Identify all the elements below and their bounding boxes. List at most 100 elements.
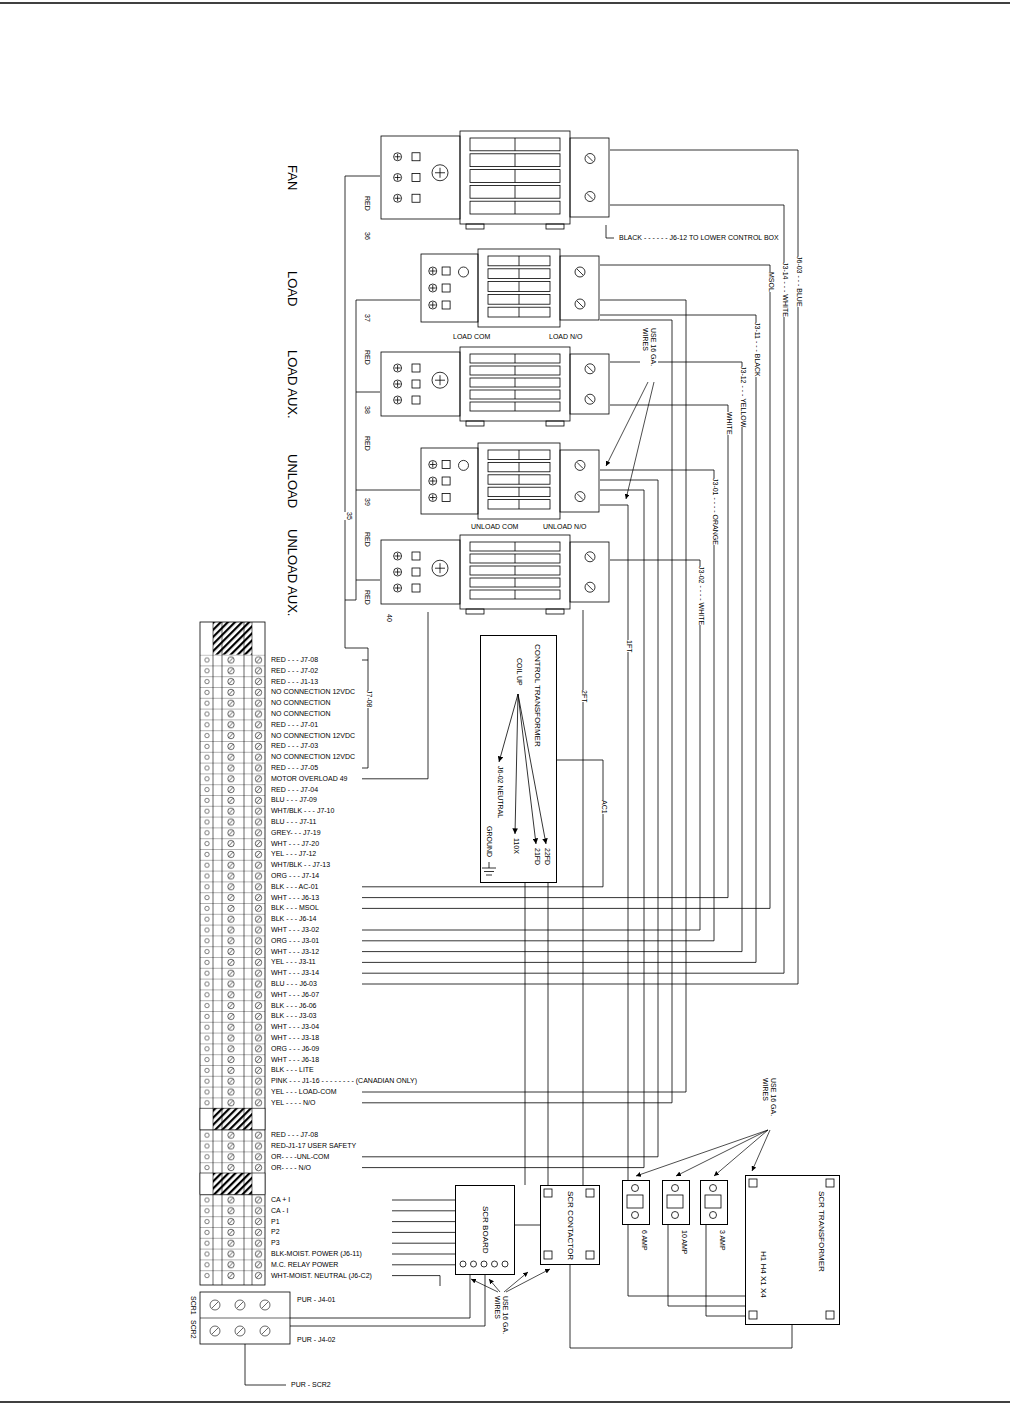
terminal-strip-line [244, 622, 245, 1285]
terminal-end-hatch [213, 1108, 252, 1130]
wire-label: BLK - - - AC-01 [270, 883, 319, 891]
contactor-relay: LOAD AUX. [380, 346, 610, 422]
part-line [587, 554, 593, 560]
wire-label: WHT-MOIST. NEUTRAL (J6-C2) [270, 1272, 373, 1280]
wire-label: M.C. RELAY POWER [270, 1261, 339, 1269]
part-line [519, 307, 520, 317]
part-outline [470, 566, 560, 575]
screw-terminal [429, 301, 437, 309]
wire [392, 1276, 440, 1286]
part-outline [826, 1179, 834, 1187]
terminal-rows [200, 655, 265, 1281]
scr-transformer: SCR TRANSFORMERH1 H4 X1 X4 [745, 1175, 840, 1325]
part-outline [470, 138, 560, 151]
part-outline [488, 282, 550, 292]
part-line [432, 495, 433, 501]
part-lines [627, 1185, 643, 1219]
component-label: GROUND [484, 826, 494, 857]
wire-label: RED - - - J7-08 [270, 656, 319, 664]
wire-label: BLU - - - J7-11 [270, 818, 317, 826]
wire-label: BLU - - - J6-03 [270, 980, 318, 988]
wire [345, 176, 380, 768]
terminal-slot [262, 1302, 268, 1308]
part-line [515, 138, 516, 151]
wire-label: OR- - - -UNL-COM [270, 1153, 330, 1161]
component-label: CONTROL TRANSFORMER [532, 644, 543, 747]
contactor-drawing [380, 534, 610, 610]
part-outline [381, 136, 460, 219]
wire-label: RED - - - J7-03 [270, 742, 319, 750]
part-line [482, 868, 496, 869]
terminal-strip-line [213, 622, 214, 1285]
fuse-rating: 10 AMP [679, 1230, 689, 1255]
wire-label: BLK - - - MSOL [270, 904, 320, 912]
part-line [519, 450, 520, 459]
wire-label: 1FT [624, 640, 634, 652]
wire [548, 883, 549, 1185]
screw-terminal [575, 299, 585, 309]
fuse-drawing [663, 1181, 689, 1224]
part-outline [412, 396, 420, 404]
wire-label: J7-08 [364, 690, 374, 708]
part-line [432, 285, 433, 291]
part-line [587, 396, 593, 402]
part-lines [705, 1185, 721, 1219]
part-line [432, 302, 433, 308]
screw-terminal [632, 1185, 639, 1192]
wire-label: YEL - - - LOAD-COM [270, 1088, 337, 1096]
part-line [515, 354, 516, 363]
part-outline [560, 256, 599, 320]
wire [362, 470, 714, 941]
wire [345, 300, 420, 600]
part-lines [544, 1189, 594, 1259]
sheet-border [0, 1401, 1010, 1403]
part-outline [460, 131, 570, 224]
wire [525, 883, 526, 1185]
wire-label: BLK-MOIST. POWER (J6-11) [270, 1250, 363, 1258]
part-outline [488, 500, 550, 509]
part-line [577, 269, 583, 275]
wire-label: RED [362, 196, 372, 211]
wire-label: RED - - - J7-01 [270, 721, 319, 729]
part-outline [470, 378, 560, 387]
wire-label: OR- - - - N/O [270, 1164, 312, 1172]
wire-label: RED-J1-17 USER SAFETY [270, 1142, 357, 1150]
contactor-relay: LOAD [420, 248, 600, 328]
part-outline [470, 542, 560, 551]
wire-label: GREY- - - J7-19 [270, 829, 322, 837]
screw-terminal [394, 364, 402, 372]
part-line [440, 375, 441, 385]
part-line [397, 569, 398, 575]
wire-label: 38 [362, 406, 372, 414]
part-lines [381, 535, 609, 614]
contactor-drawing [420, 442, 600, 520]
part-outline [470, 354, 560, 363]
part-line [515, 566, 516, 575]
wire-label: P1 [270, 1218, 281, 1226]
part-line [484, 871, 494, 872]
scr-terminal-block [200, 1318, 290, 1319]
wire-label: USE 16 GA. WIRES [760, 1078, 778, 1126]
part-outline [460, 347, 570, 421]
contactor-relay: UNLOAD AUX. [380, 534, 610, 610]
part-line [587, 584, 593, 590]
wire-label: P2 [270, 1228, 281, 1236]
part-outline [470, 201, 560, 214]
screw-terminal [585, 394, 595, 404]
part-outline [749, 1311, 757, 1319]
wire-label: YEL - - - J7-12 [270, 850, 317, 858]
sheet-border [0, 2, 1010, 4]
screw-terminal [575, 267, 585, 277]
wire-label: WHT - - - J6-07 [270, 991, 320, 999]
part-line [515, 590, 516, 599]
fuse-drawing [701, 1181, 727, 1224]
screw-terminal [394, 552, 402, 560]
part-outline [470, 390, 560, 399]
terminal-slot [212, 1328, 218, 1334]
wire [362, 300, 686, 1092]
part-outline [560, 450, 599, 512]
contactor-relay: FAN [380, 130, 610, 225]
part-line [519, 462, 520, 471]
wire-label: WHT - - - J3-14 [270, 969, 320, 977]
